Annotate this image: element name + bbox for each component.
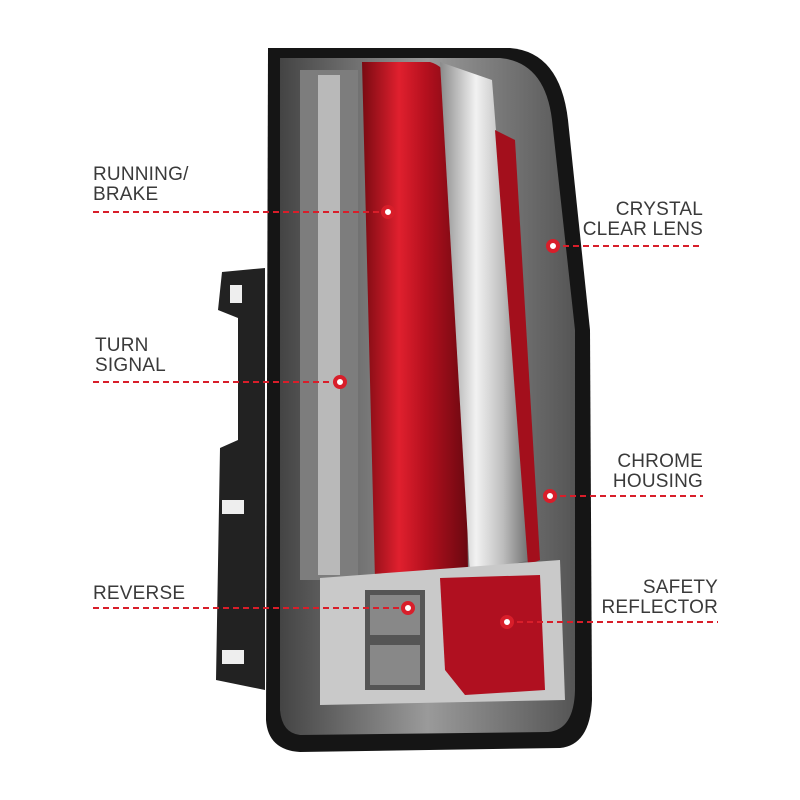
label-chrome-housing: CHROME HOUSING [613, 452, 703, 492]
label-line: BRAKE [93, 184, 159, 205]
label-line: REFLECTOR [601, 597, 718, 618]
label-line: SIGNAL [95, 355, 166, 376]
label-safety-reflector: SAFETY REFLECTOR [601, 578, 718, 618]
callout-dot [500, 615, 514, 629]
label-turn-signal: TURN SIGNAL [95, 336, 166, 376]
label-line: CHROME [617, 451, 703, 472]
callout-dot [401, 601, 415, 615]
callout-dot [546, 239, 560, 253]
crystal-clear-lens [495, 130, 540, 565]
label-reverse: REVERSE [93, 584, 185, 604]
mounting-bracket [216, 268, 265, 690]
chrome-housing [440, 62, 530, 575]
callout-dot [543, 489, 557, 503]
label-line: CRYSTAL [615, 199, 703, 220]
label-line: RUNNING/ [93, 164, 189, 185]
label-line: SAFETY [642, 577, 718, 598]
callout-dot [333, 375, 347, 389]
label-running-brake: RUNNING/ BRAKE [93, 165, 189, 205]
label-crystal-clear-lens: CRYSTAL CLEAR LENS [583, 200, 703, 240]
label-line: CLEAR LENS [582, 219, 703, 240]
label-line: HOUSING [612, 471, 703, 492]
label-line: REVERSE [93, 583, 186, 604]
safety-reflector [440, 575, 545, 695]
callout-dot [381, 205, 395, 219]
running-brake-lens [362, 62, 468, 580]
label-line: TURN [95, 335, 149, 356]
